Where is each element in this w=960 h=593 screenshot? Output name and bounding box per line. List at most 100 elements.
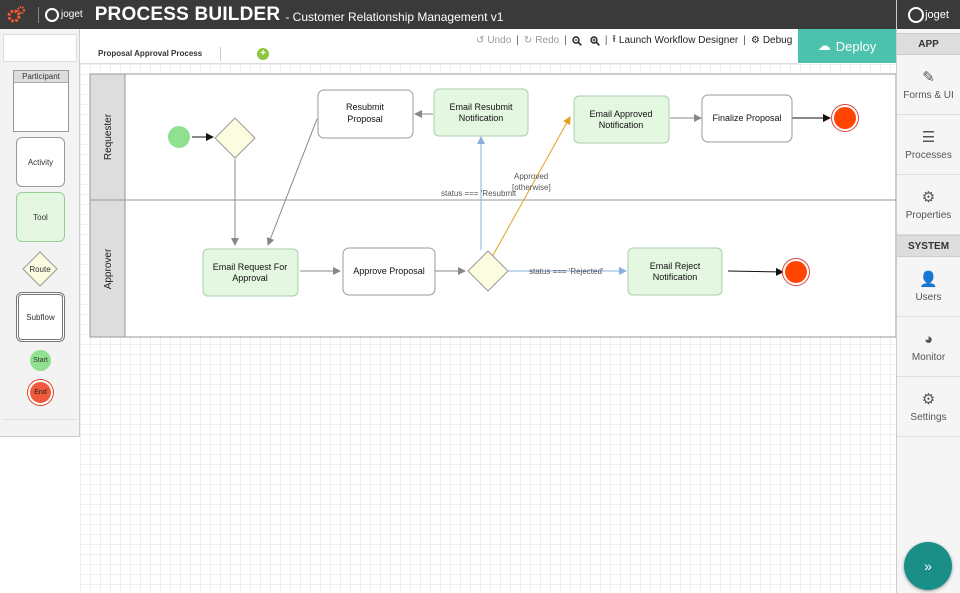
page-subtitle: - Customer Relationship Management v1 xyxy=(285,9,504,24)
end-node-approver[interactable] xyxy=(783,259,809,285)
lane-header-approver[interactable] xyxy=(89,199,126,338)
debug-button[interactable]: ⚙Debug xyxy=(751,35,792,46)
undo-button[interactable]: ↺Undo xyxy=(476,35,511,46)
sidebar-section-app: APP xyxy=(897,33,960,55)
route-node-2[interactable] xyxy=(467,250,509,292)
element-palette: Participant Activity Tool Route Subflow … xyxy=(0,29,80,437)
tool-email-request-for-approval[interactable]: Email Request For Approval xyxy=(202,248,299,297)
diagram-canvas[interactable]: Requester Approver status === 'Resubmit … xyxy=(80,64,896,593)
page-title: PROCESS BUILDER xyxy=(94,3,281,25)
zoom-out-icon xyxy=(572,35,582,46)
tool-email-request-label-2: Approval xyxy=(232,273,268,283)
sidebar-item-properties-label: Properties xyxy=(905,210,952,221)
activity-approve-label: Approve Proposal xyxy=(353,266,425,276)
sidebar-logo-text: joget xyxy=(925,8,949,21)
cloud-upload-icon: ☁ xyxy=(817,38,831,53)
add-process-button[interactable]: + xyxy=(257,48,269,60)
process-diagram: Requester Approver status === 'Resubmit … xyxy=(89,73,896,338)
activity-resubmit-proposal[interactable]: Resubmit Proposal xyxy=(317,89,414,139)
activity-approve-proposal[interactable]: Approve Proposal xyxy=(342,247,436,296)
end-node-requester-ring xyxy=(831,104,859,132)
joget-logo-icon xyxy=(45,7,59,22)
tool-email-reject-label-2: Notification xyxy=(653,272,698,282)
sidebar-item-users-label: Users xyxy=(915,292,942,303)
condition-label-rejected: status === 'Rejected' xyxy=(529,267,604,276)
sidebar-item-processes-label: Processes xyxy=(905,150,952,161)
undo-label: Undo xyxy=(487,35,512,46)
gear-icon: ⚙ xyxy=(750,35,760,46)
list-icon: ☰ xyxy=(921,129,936,146)
tool-email-resubmit-label-1: Email Resubmit xyxy=(449,102,513,112)
sidebar-item-users[interactable]: 👤 Users xyxy=(897,257,960,317)
palette-header xyxy=(3,34,77,62)
edit-icon: ✎ xyxy=(922,69,935,86)
redo-icon: ↻ xyxy=(523,35,533,46)
toolbar: Proposal Approval Process + ↺Undo | ↻Red… xyxy=(80,29,798,64)
tool-email-request-label-1: Email Request For xyxy=(213,262,288,272)
sidebar-item-settings[interactable]: ⚙ Settings xyxy=(897,377,960,437)
toolbar-sep: | xyxy=(564,35,567,46)
start-node[interactable] xyxy=(168,126,190,148)
palette-divider xyxy=(3,419,77,420)
activity-finalize-label: Finalize Proposal xyxy=(712,113,781,123)
joget-logo-icon xyxy=(908,6,925,23)
tab-proposal-approval-process[interactable]: Proposal Approval Process xyxy=(98,49,203,58)
launch-workflow-designer-button[interactable]: ⭱Launch Workflow Designer xyxy=(612,32,738,49)
toolbar-sep: | xyxy=(604,35,608,46)
expand-sidebar-button[interactable]: » xyxy=(904,542,952,590)
sidebar-item-monitor[interactable]: ◕ Monitor xyxy=(897,317,960,377)
transition-approved-condition[interactable] xyxy=(491,116,571,258)
tool-email-resubmit-notification[interactable]: Email Resubmit Notification xyxy=(433,88,529,137)
launch-label: Launch Workflow Designer xyxy=(618,35,739,46)
palette-participant[interactable]: Participant xyxy=(13,70,69,132)
palette-end[interactable]: End xyxy=(28,380,53,405)
tool-email-resubmit-label-2: Notification xyxy=(459,113,504,123)
deploy-label: Deploy xyxy=(835,38,877,54)
dashboard-icon: ◕ xyxy=(923,330,934,348)
sidebar-joget-logo[interactable]: joget xyxy=(897,0,960,29)
end-node-approver-ring xyxy=(782,258,810,286)
lane-header-requester[interactable] xyxy=(89,73,126,201)
palette-participant-label: Participant xyxy=(14,71,68,83)
sidebar-item-forms-label: Forms & UI xyxy=(903,90,954,101)
upload-icon: ⭱ xyxy=(612,34,616,45)
palette-start[interactable]: Start xyxy=(30,350,51,371)
undo-icon: ↺ xyxy=(476,35,485,46)
sidebar-item-settings-label: Settings xyxy=(910,412,947,423)
joget-logo-text: joget xyxy=(61,9,83,20)
palette-tool[interactable]: Tool xyxy=(16,192,65,242)
redo-button[interactable]: ↻Redo xyxy=(524,35,559,46)
palette-subflow[interactable]: Subflow xyxy=(16,292,65,342)
user-icon: 👤 xyxy=(919,271,938,288)
sidebar-item-forms[interactable]: ✎ Forms & UI xyxy=(897,55,960,115)
palette-route[interactable]: Route xyxy=(22,251,58,287)
debug-label: Debug xyxy=(762,35,793,46)
route-node-1[interactable] xyxy=(214,117,256,159)
lane-label-requester: Requester xyxy=(103,113,114,160)
header-divider xyxy=(38,6,39,23)
transition-resubmit-email-request[interactable] xyxy=(266,118,318,246)
redo-label: Redo xyxy=(535,35,560,46)
deploy-button[interactable]: ☁ Deploy xyxy=(798,29,896,63)
transition-reject-end[interactable] xyxy=(727,267,784,276)
right-sidebar: joget APP ✎ Forms & UI ☰ Processes ⚙ Pro… xyxy=(896,0,960,593)
tab-divider xyxy=(220,47,221,61)
tool-email-reject-notification[interactable]: Email Reject Notification xyxy=(627,247,723,296)
end-node-requester[interactable] xyxy=(832,105,858,131)
lane-label-approver: Approver xyxy=(103,248,114,289)
palette-route-label: Route xyxy=(29,265,51,274)
toolbar-actions: ↺Undo | ↻Redo | | ⭱Launch Workflow Desig… xyxy=(476,32,792,49)
gear-icon[interactable] xyxy=(0,0,32,29)
sidebar-item-properties[interactable]: ⚙ Properties xyxy=(897,175,960,235)
toolbar-sep: | xyxy=(516,35,519,46)
zoom-out-button[interactable] xyxy=(572,35,582,46)
palette-activity[interactable]: Activity xyxy=(16,137,65,187)
zoom-in-button[interactable] xyxy=(590,35,600,46)
gear-icon: ⚙ xyxy=(921,189,936,206)
sidebar-item-processes[interactable]: ☰ Processes xyxy=(897,115,960,175)
sidebar-section-system: SYSTEM xyxy=(897,235,960,257)
double-chevron-right-icon: » xyxy=(924,558,932,574)
activity-finalize-proposal[interactable]: Finalize Proposal xyxy=(701,94,793,143)
joget-logo[interactable]: joget xyxy=(45,7,83,22)
tool-email-approved-notification[interactable]: Email Approved Notification xyxy=(573,95,670,144)
